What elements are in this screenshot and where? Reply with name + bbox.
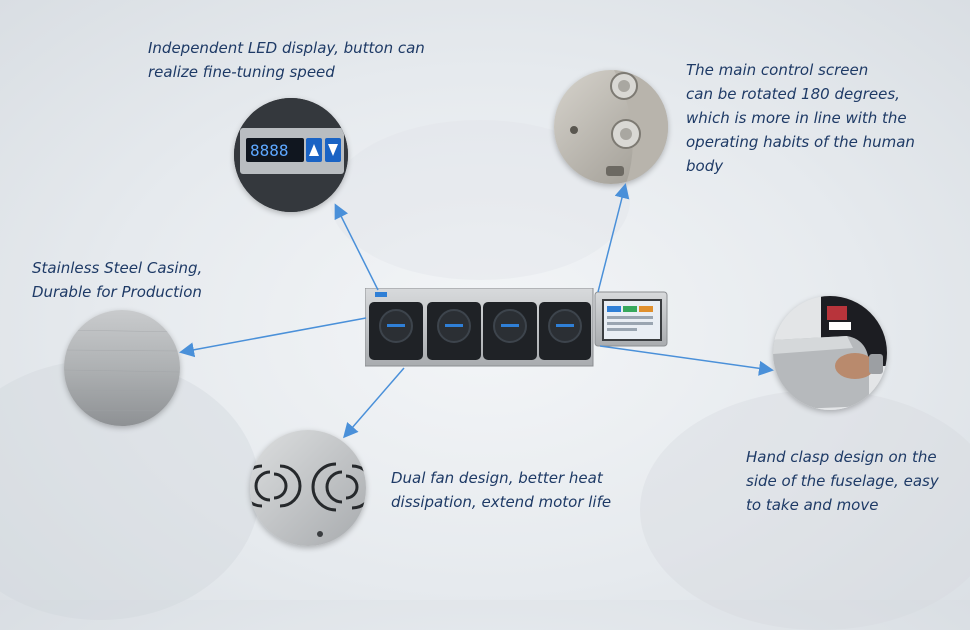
dual-fan-closeup — [250, 430, 366, 546]
callout-arrows — [179, 183, 774, 439]
arrow-to-hand-clasp — [599, 345, 774, 376]
peristaltic-pump-unit — [364, 287, 669, 368]
stainless-steel-closeup — [64, 310, 180, 426]
led-display-closeup: 8888 — [234, 98, 348, 212]
arrow-to-steel-casing — [179, 317, 367, 358]
caption-hand-clasp: Hand clasp design on the side of the fus… — [746, 448, 939, 514]
arrow-to-control-screen — [597, 183, 630, 293]
caption-dual-fan: Dual fan design, better heat dissipation… — [391, 469, 612, 511]
fan-grille-icon — [250, 464, 302, 508]
caption-led-display: Independent LED display, button can real… — [148, 39, 425, 81]
arrow-to-dual-fan — [343, 367, 405, 439]
fan-grille-icon — [311, 462, 366, 512]
led-display-icon — [246, 138, 304, 162]
led-digits: 8888 — [250, 141, 289, 160]
background-blob — [640, 390, 970, 630]
hand-clasp-closeup — [773, 296, 887, 410]
arrow-to-led-display — [334, 203, 379, 291]
caption-control-screen: The main control screen can be rotated 1… — [686, 61, 915, 175]
control-screen-closeup — [554, 70, 668, 184]
caption-steel-casing: Stainless Steel Casing, Durable for Prod… — [32, 259, 203, 301]
